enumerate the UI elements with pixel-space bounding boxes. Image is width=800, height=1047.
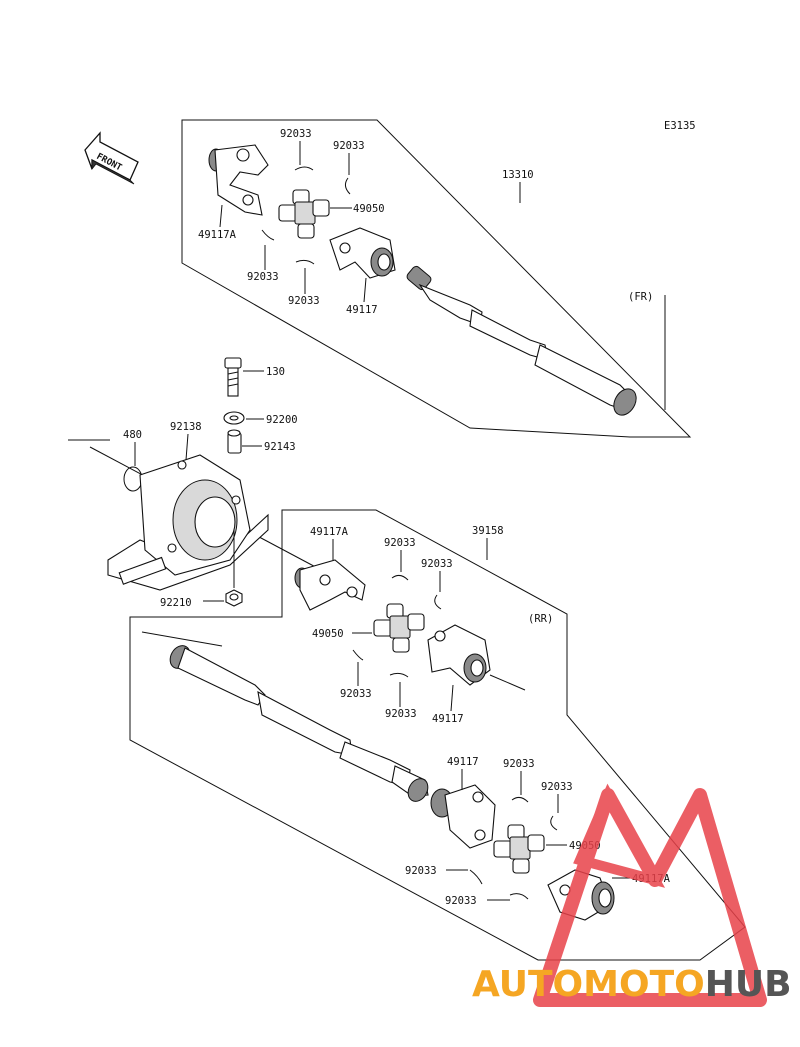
- rear-assembly-number: 39158: [472, 525, 504, 537]
- front-shaft: [406, 265, 637, 416]
- rear1-clip-3: [352, 649, 364, 661]
- watermark-text: AUTOMOTOHUB: [472, 964, 792, 1005]
- callout-rear2-clip-2: 92033: [541, 781, 573, 793]
- bearing-assembly: 130 92200 92143 480 92138: [68, 357, 341, 609]
- front-arrow-icon: FRONT: [84, 131, 139, 185]
- rear1-yoke: [427, 624, 491, 686]
- circlip: [123, 466, 143, 492]
- callout-rear2-clip-1: 92033: [503, 758, 535, 770]
- callout-collar: 92143: [264, 441, 296, 453]
- callout-washer: 92200: [266, 414, 298, 426]
- callout-nut: 92210: [160, 597, 192, 609]
- front-clip-1: [294, 166, 314, 171]
- rear-section-outline: [129, 509, 746, 961]
- rear-section: 39158 (RR) 49117A 92033 92033 49050 92: [129, 509, 746, 961]
- rear1-clip-1: [391, 574, 409, 581]
- front-spider: [278, 189, 330, 239]
- callout-front-yoke: 49117: [346, 304, 378, 316]
- rear2-clip-1: [511, 796, 529, 803]
- callout-bearing: 92138: [170, 421, 202, 433]
- rear2-clip-4: [509, 893, 529, 900]
- front-clip-4: [295, 259, 315, 265]
- rear2-clip-2: [550, 815, 558, 831]
- rear2-yoke: [430, 784, 496, 849]
- collar: [227, 429, 242, 454]
- front-yoke: [329, 227, 396, 279]
- rear1-yoke-a: [294, 559, 366, 611]
- diagram-code: E3135: [664, 120, 696, 132]
- callout-rear1-yoke-a: 49117A: [310, 526, 349, 538]
- bearing-housing: [107, 454, 269, 591]
- rear1-clip-2: [434, 594, 442, 610]
- callout-circlip: 480: [123, 429, 142, 441]
- front-clip-2: [344, 177, 351, 195]
- callout-rear2-clip-4: 92033: [445, 895, 477, 907]
- callout-rear2-clip-3: 92033: [405, 865, 437, 877]
- callout-rear2-yoke: 49117: [447, 756, 479, 768]
- front-section-tag: (FR): [628, 291, 653, 303]
- callout-front-clip-3: 92033: [247, 271, 279, 283]
- bolt: [224, 357, 242, 397]
- callout-bolt: 130: [266, 366, 285, 378]
- front-yoke-a: [208, 144, 269, 216]
- callout-rear1-clip-1: 92033: [384, 537, 416, 549]
- rear2-spider: [493, 824, 545, 874]
- callout-front-clip-4: 92033: [288, 295, 320, 307]
- callout-front-spider: 49050: [353, 203, 385, 215]
- callout-rear1-clip-2: 92033: [421, 558, 453, 570]
- callout-front-clip-1: 92033: [280, 128, 312, 140]
- rear-shaft: [169, 645, 429, 802]
- callout-front-yoke-a: 49117A: [198, 229, 237, 241]
- rear1-clip-4: [389, 672, 409, 678]
- callout-rear1-clip-4: 92033: [385, 708, 417, 720]
- callout-rear1-clip-3: 92033: [340, 688, 372, 700]
- callout-rear1-spider: 49050: [312, 628, 344, 640]
- watermark-logo: [533, 783, 767, 1007]
- rear-section-tag: (RR): [528, 613, 553, 625]
- callout-rear1-yoke: 49117: [432, 713, 464, 725]
- front-assembly-number: 13310: [502, 169, 534, 181]
- rear1-spider: [373, 603, 425, 653]
- callout-front-clip-2: 92033: [333, 140, 365, 152]
- front-clip-3: [261, 229, 275, 241]
- front-section: 49117A 92033 92033 92033 92033 49050: [181, 119, 692, 438]
- nut: [225, 589, 243, 607]
- rear2-clip-3: [469, 869, 483, 885]
